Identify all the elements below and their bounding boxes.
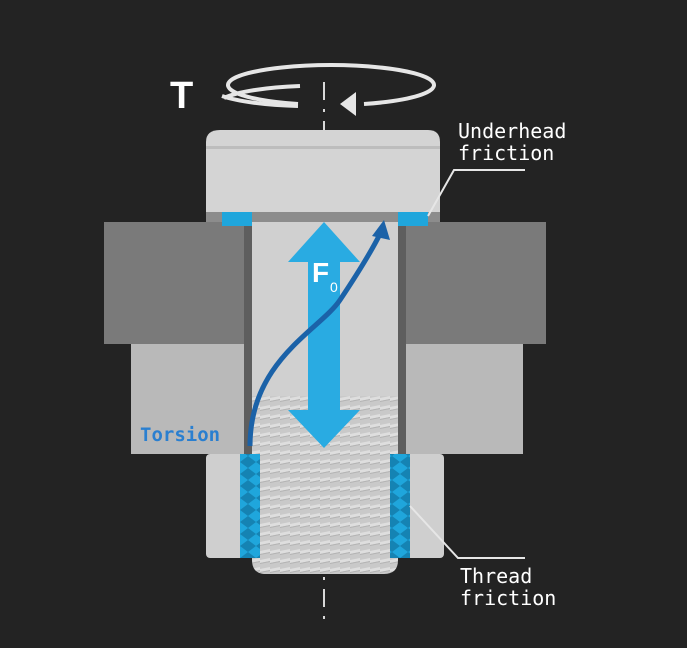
torsion-arrow xyxy=(247,220,390,447)
thread-friction-right xyxy=(390,454,410,558)
underhead-label-line2: friction xyxy=(458,141,554,165)
underhead-friction-right xyxy=(398,212,428,226)
torque-label: T xyxy=(170,75,193,117)
torque-rotation-arrow xyxy=(221,63,436,116)
underhead-friction-left xyxy=(222,212,252,226)
preload-force-arrow xyxy=(288,222,360,448)
force-label: F xyxy=(312,257,329,288)
underhead-leader-line xyxy=(427,169,525,217)
thread-friction-left xyxy=(240,454,260,558)
bolt-head xyxy=(206,130,440,212)
force-subscript: 0 xyxy=(330,279,338,295)
torsion-label: Torsion xyxy=(140,424,220,446)
thread-leader-line xyxy=(409,505,525,559)
bolt-thread xyxy=(252,396,398,574)
thread-label-line1: Thread xyxy=(460,564,532,588)
thread-label-line2: friction xyxy=(460,586,556,610)
underhead-label-line1: Underhead xyxy=(458,119,566,143)
